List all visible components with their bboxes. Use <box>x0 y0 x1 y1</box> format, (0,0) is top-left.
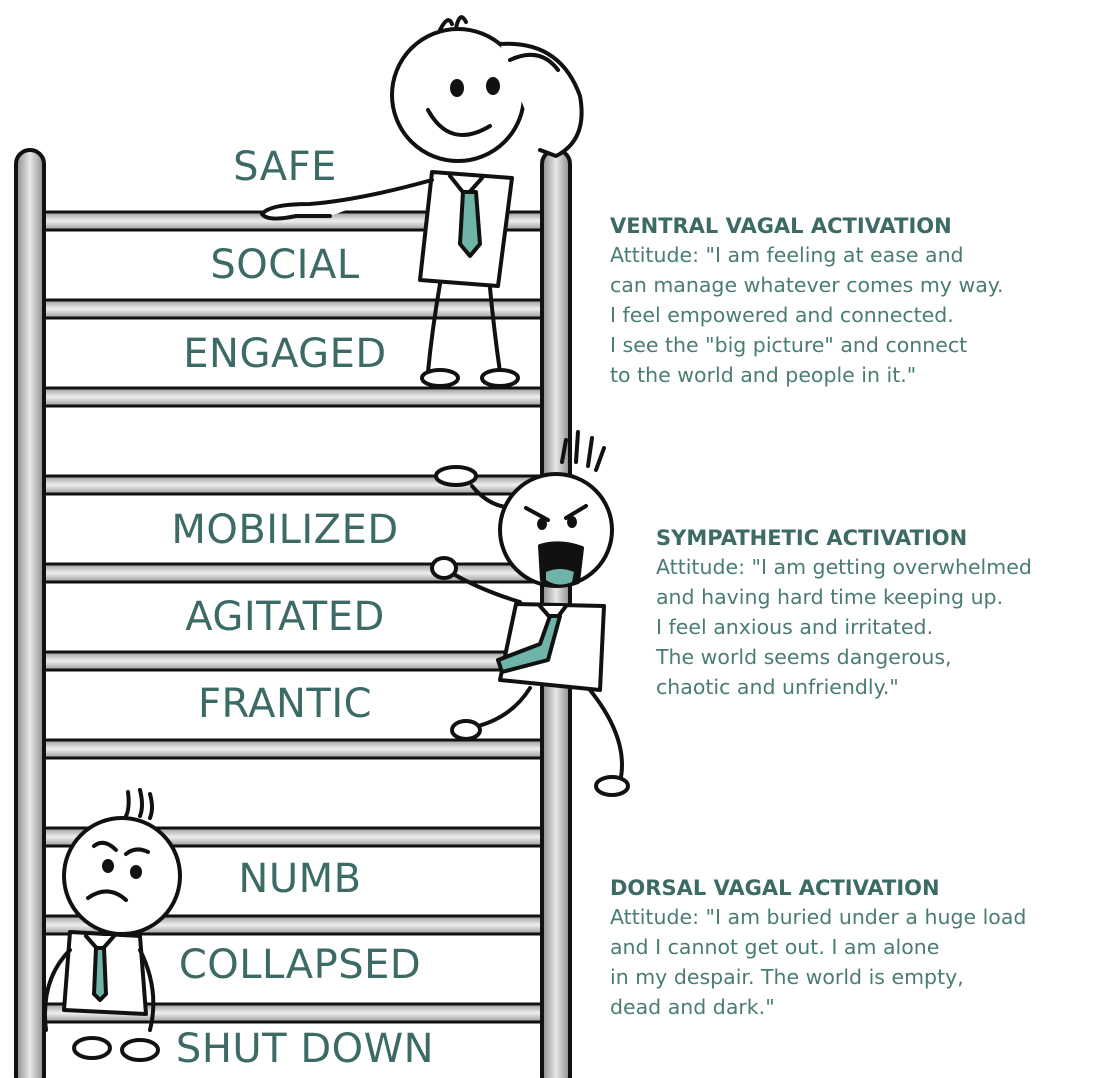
sympathetic-description: SYMPATHETIC ACTIVATION Attitude: "I am g… <box>656 524 1032 702</box>
state-label-mobilized: MOBILIZED <box>171 507 399 553</box>
ventral-description: VENTRAL VAGAL ACTIVATION Attitude: "I am… <box>610 212 1004 390</box>
state-label-frantic: FRANTIC <box>197 681 373 727</box>
sympathetic-title: SYMPATHETIC ACTIVATION <box>656 526 968 550</box>
state-label-safe: SAFE <box>233 144 337 190</box>
sympathetic-line: I feel anxious and irritated. <box>656 615 934 639</box>
ladder-left-rail <box>14 148 46 1078</box>
ladder-rung <box>32 562 556 584</box>
ventral-line: Attitude: "I am feeling at ease and <box>610 243 964 267</box>
dorsal-description: DORSAL VAGAL ACTIVATION Attitude: "I am … <box>610 874 1026 1022</box>
ladder-rung <box>32 298 556 320</box>
ventral-line: to the world and people in it." <box>610 363 917 387</box>
state-label-collapsed: COLLAPSED <box>178 942 422 988</box>
sad-stick-figure-icon <box>43 788 182 1062</box>
ventral-line: I see the "big picture" and connect <box>610 333 968 357</box>
ventral-line: I feel empowered and connected. <box>610 303 954 327</box>
state-label-social: SOCIAL <box>210 242 360 288</box>
ventral-title: VENTRAL VAGAL ACTIVATION <box>610 214 952 238</box>
ladder-rung <box>32 386 556 408</box>
state-label-numb: NUMB <box>238 856 362 902</box>
ladder-rung <box>32 738 556 760</box>
angry-stick-figure-icon <box>430 430 630 797</box>
state-label-agitated: AGITATED <box>185 594 385 640</box>
state-label-engaged: ENGAGED <box>183 331 387 377</box>
dorsal-line: in my despair. The world is empty, <box>610 965 964 989</box>
sympathetic-line: The world seems dangerous, <box>656 645 952 669</box>
state-label-shut-down: SHUT DOWN <box>175 1026 435 1072</box>
ladder-rung <box>32 650 556 672</box>
sympathetic-line: Attitude: "I am getting overwhelmed <box>656 555 1032 579</box>
happy-stick-figure-icon <box>260 15 584 388</box>
sympathetic-line: and having hard time keeping up. <box>656 585 1004 609</box>
dorsal-line: and I cannot get out. I am alone <box>610 935 940 959</box>
sympathetic-line: chaotic and unfriendly." <box>656 675 899 699</box>
dorsal-title: DORSAL VAGAL ACTIVATION <box>610 876 940 900</box>
dorsal-line: dead and dark." <box>610 995 775 1019</box>
dorsal-line: Attitude: "I am buried under a huge load <box>610 905 1027 929</box>
ventral-line: can manage whatever comes my way. <box>610 273 1004 297</box>
